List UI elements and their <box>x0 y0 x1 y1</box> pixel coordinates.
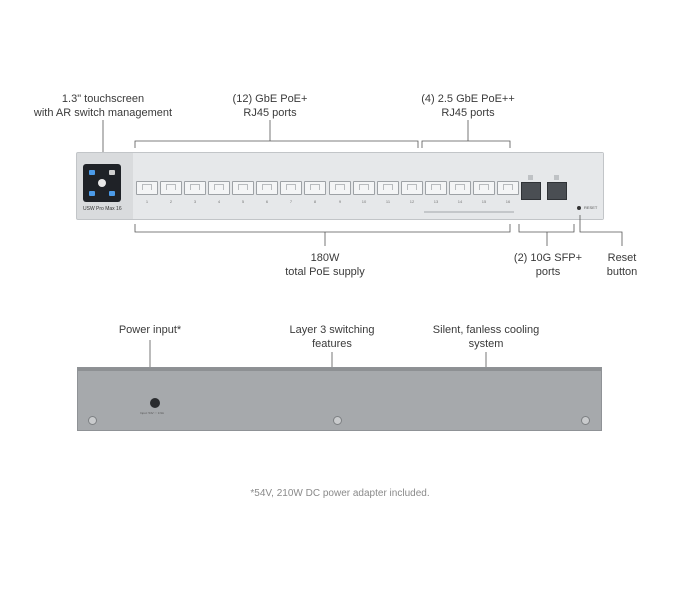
rj45-port[interactable] <box>353 181 375 195</box>
port-number-label: 12 <box>409 199 415 204</box>
rj45-port[interactable] <box>304 181 326 195</box>
screen-tile-icon <box>109 191 115 196</box>
screw-icon <box>333 416 342 425</box>
poe-supply-label: 180W total PoE supply <box>285 252 365 278</box>
screw-icon <box>88 416 97 425</box>
model-label: USW Pro Max 16 <box>83 206 122 212</box>
switch-back-panel: Input: 54V ⎓ 3.9A <box>77 367 602 431</box>
cooling-label: Silent, fanless cooling system <box>432 324 540 350</box>
port-number-label: 5 <box>241 199 245 204</box>
port-number-label: 9 <box>338 199 342 204</box>
screen-tile-icon <box>89 170 95 175</box>
reset-text: RESET <box>584 205 598 210</box>
rj45-port[interactable] <box>449 181 471 195</box>
rj45-port[interactable] <box>280 181 302 195</box>
rj45-port[interactable] <box>208 181 230 195</box>
rj45-port[interactable] <box>136 181 158 195</box>
rj45-port[interactable] <box>329 181 351 195</box>
footnote: *54V, 210W DC power adapter included. <box>250 488 430 499</box>
port-number-label: 6 <box>265 199 269 204</box>
touchscreen-display[interactable] <box>83 164 121 202</box>
rj45-port[interactable] <box>497 181 519 195</box>
screen-tile-icon <box>89 191 95 196</box>
rj45-port[interactable] <box>425 181 447 195</box>
gbe-bracket <box>134 140 419 148</box>
port-number-label: 7 <box>289 199 293 204</box>
sfp-port[interactable] <box>547 182 567 200</box>
reset-button-label: Reset button <box>606 252 638 278</box>
sfp-port[interactable] <box>521 182 541 200</box>
rj45-port[interactable] <box>184 181 206 195</box>
port-number-label: 1 <box>145 199 149 204</box>
port-number-label: 13 <box>433 199 439 204</box>
sfp-led-indicator <box>528 175 533 180</box>
poe-bracket <box>134 224 511 233</box>
port-number-label: 3 <box>193 199 197 204</box>
reset-button[interactable] <box>577 206 581 210</box>
back-top-edge <box>78 368 601 371</box>
rj45-port[interactable] <box>232 181 254 195</box>
screw-icon <box>581 416 590 425</box>
rj45-port[interactable] <box>401 181 423 195</box>
rj45-port[interactable] <box>256 181 278 195</box>
sfp-bracket <box>518 224 575 233</box>
reset-leader <box>579 215 623 246</box>
poe-indicator-strip <box>424 211 514 213</box>
touchscreen-label: 1.3" touchscreen with AR switch manageme… <box>33 93 173 119</box>
port-number-label: 2 <box>169 199 173 204</box>
port-number-label: 10 <box>361 199 367 204</box>
rj45-port[interactable] <box>160 181 182 195</box>
sfp-ports-label: (2) 10G SFP+ ports <box>513 252 583 278</box>
port-number-label: 15 <box>481 199 487 204</box>
rj45-port[interactable] <box>473 181 495 195</box>
sfp-led-indicator <box>554 175 559 180</box>
screen-tile-icon <box>109 170 115 175</box>
port-number-label: 11 <box>385 199 391 204</box>
dc-power-jack[interactable] <box>150 398 160 408</box>
port-number-label: 4 <box>217 199 221 204</box>
port-number-label: 14 <box>457 199 463 204</box>
rj45-port[interactable] <box>377 181 399 195</box>
dc-input-label: Input: 54V ⎓ 3.9A <box>140 411 164 415</box>
gbe25-bracket <box>421 140 511 148</box>
gbe-ports-label: (12) GbE PoE+ RJ45 ports <box>232 93 308 119</box>
power-input-label: Power input* <box>118 324 182 336</box>
layer3-label: Layer 3 switching features <box>289 324 375 350</box>
screen-center-icon <box>98 179 106 187</box>
gbe25-ports-label: (4) 2.5 GbE PoE++ RJ45 ports <box>421 93 515 119</box>
port-number-label: 16 <box>505 199 511 204</box>
port-number-label: 8 <box>313 199 317 204</box>
